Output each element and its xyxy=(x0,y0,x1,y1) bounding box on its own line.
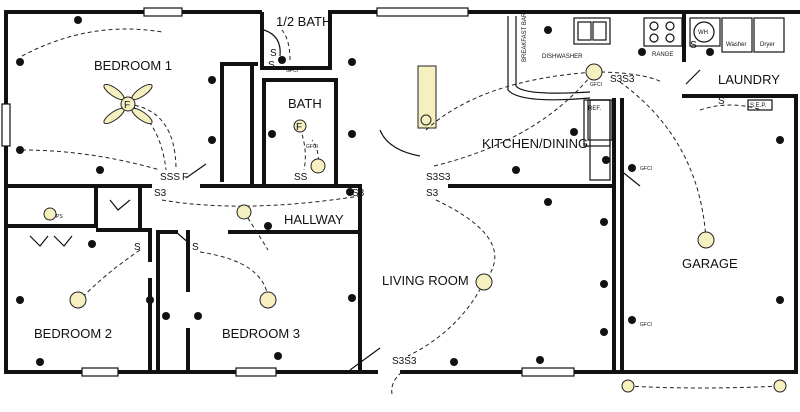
gfci-label-kitchen: GFCI xyxy=(590,82,602,88)
switch-wh: S xyxy=(690,40,697,51)
appliance-label-dryer: Dryer xyxy=(760,42,775,48)
appliance-label-sep: S.E.P. xyxy=(750,103,767,109)
receptacles xyxy=(16,16,784,366)
fan-switch-label: F xyxy=(182,172,188,183)
room-label-bedroom1: BEDROOM 1 xyxy=(94,58,172,73)
switch-laundry: S3S3 xyxy=(610,74,635,85)
kitchen-light xyxy=(585,63,603,81)
appliance-label-range: RANGE xyxy=(652,52,673,58)
room-label-bath: BATH xyxy=(288,96,322,111)
switch-half-bath: S xyxy=(270,48,277,59)
closet-light xyxy=(43,207,57,221)
light-fixtures xyxy=(43,63,787,393)
appliance-label-dishwasher: DISHWASHER xyxy=(542,54,583,60)
bedroom3-light xyxy=(259,291,277,309)
bath-fan-letter: F xyxy=(296,122,302,133)
ceiling-fan-icon xyxy=(103,83,153,125)
appliance-label-refrigerator: REF. xyxy=(588,106,601,112)
living-room-light xyxy=(475,273,493,291)
kitchen-island-light xyxy=(420,114,432,126)
switch-garage: S xyxy=(718,96,725,107)
switch-half-bath-2: S xyxy=(268,60,275,71)
switch-kitchen: S3S3 xyxy=(426,172,451,183)
room-label-kitchen-dining: KITCHEN/DINING xyxy=(482,136,588,151)
bath-fan xyxy=(293,119,307,133)
room-label-bedroom2: BEDROOM 2 xyxy=(34,326,112,341)
appliance-label-washer: Washer xyxy=(726,42,746,48)
garage-exterior-light-right xyxy=(773,379,787,393)
room-label-bedroom3: BEDROOM 3 xyxy=(222,326,300,341)
wiring xyxy=(21,28,781,395)
garage-exterior-light-left xyxy=(621,379,635,393)
bedroom2-light xyxy=(69,291,87,309)
switch-bedroom3: S xyxy=(192,242,199,253)
room-label-garage: GARAGE xyxy=(682,256,738,271)
gfci-label-garage-2: GFCI xyxy=(640,322,652,328)
ps-label: PS xyxy=(56,214,63,220)
switch-symbols: SSS F S S SS S3 S3 S S S3S3 S3 S3S3 S3S3… xyxy=(56,40,725,367)
switch-hallway-right: S3 xyxy=(352,188,365,199)
kitchen-appliances xyxy=(417,17,785,147)
switch-front-door: S3S3 xyxy=(392,356,417,367)
garage-light xyxy=(697,231,715,249)
hallway-light xyxy=(236,204,252,220)
doors xyxy=(29,29,701,371)
windows xyxy=(1,7,575,377)
gfci-label-garage: GFCI xyxy=(640,166,652,172)
switch-living: S3 xyxy=(426,188,439,199)
switch-hallway-left: S3 xyxy=(154,188,167,199)
switch-bedroom1: SSS xyxy=(160,172,180,183)
switch-bath: SS xyxy=(294,172,308,183)
gfci-label-bath: GFCI xyxy=(306,144,318,150)
fan-letter: F xyxy=(124,100,130,111)
appliance-label-breakfast-bar: BREAKFAST BAR xyxy=(522,12,528,62)
room-label-half-bath: 1/2 BATH xyxy=(276,14,331,29)
room-label-laundry: LAUNDRY xyxy=(718,72,780,87)
bath-light xyxy=(310,158,326,174)
room-label-hallway: HALLWAY xyxy=(284,212,344,227)
switch-bedroom2: S xyxy=(134,242,141,253)
appliance-label-water-heater: WH xyxy=(698,30,708,36)
room-label-living-room: LIVING ROOM xyxy=(382,273,469,288)
gfci-label-half-bath: GFCI xyxy=(286,68,298,74)
